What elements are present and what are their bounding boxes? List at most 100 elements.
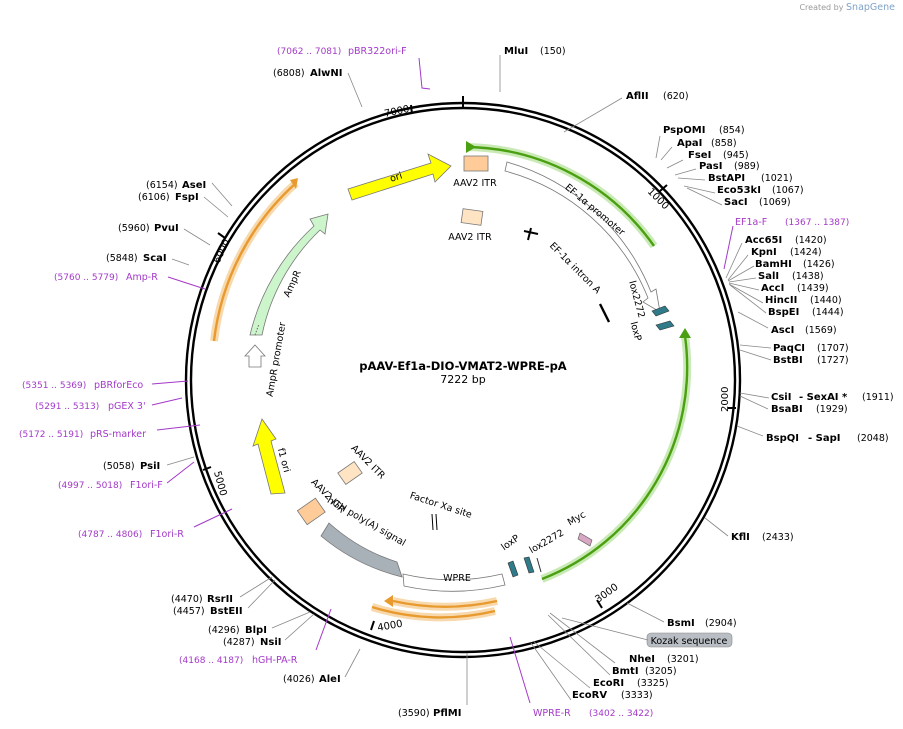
site-psii-pos: (5058)	[103, 461, 135, 472]
primer-leader-f1ori-r	[193, 508, 233, 528]
wpre-feature	[402, 573, 506, 592]
orf-orange-1-arrowhead	[384, 595, 393, 607]
primer-leader-prs-marker	[156, 424, 201, 431]
leader-alei	[344, 648, 361, 678]
ampr-dotted	[254, 323, 260, 336]
orf-ef1a-arrowhead	[466, 141, 476, 153]
leader-bmti	[547, 614, 611, 676]
orf-vmat2	[541, 335, 689, 581]
leader-asei	[211, 182, 233, 207]
site-bsabi-pos: (1929)	[816, 404, 848, 415]
site-bstapi-pos: (1021)	[761, 173, 793, 184]
aav2-itr-inner-label: AAV2 ITR	[448, 232, 492, 243]
primer-leader-wpre-r	[509, 636, 531, 704]
lox2272-top-feature	[651, 305, 670, 317]
ef1a-intron-a-label: EF-1α intron A	[547, 240, 603, 296]
tick-7000: 7000	[383, 104, 410, 120]
site-acci-pos: (1439)	[797, 283, 829, 294]
site-alei-name: AleI	[319, 674, 341, 685]
tick-3000: 3000	[593, 582, 620, 606]
tick-4000-mark	[370, 620, 375, 631]
site-fspi-pos: (6106)	[138, 192, 170, 203]
primer-leader-pbrforeco	[151, 380, 189, 385]
loxp-bottom-label: loxP	[499, 533, 522, 553]
primer-hgh-pa-r-name: hGH-PA-R	[252, 655, 298, 666]
ori-feature	[347, 153, 452, 201]
site-blpi-pos: (4296)	[208, 625, 240, 636]
site-pvui-name: PvuI	[154, 223, 179, 234]
leader-alwni	[347, 72, 363, 108]
leader-bamhi	[727, 265, 755, 282]
site-kpni-pos: (1424)	[790, 247, 822, 258]
factor-xa-mark-2	[435, 513, 438, 531]
orf-orange-1	[392, 599, 498, 608]
leader-bstbi	[739, 349, 772, 361]
ef1a-intron-a-mark	[527, 227, 532, 241]
leader-acci	[728, 282, 760, 291]
primer-leader-pbr322ori-f	[418, 57, 431, 90]
site-bsteii-pos: (4457)	[173, 606, 205, 617]
site-aflii-pos: (620)	[663, 91, 689, 102]
primer-prs-marker-name: pRS-marker	[90, 429, 146, 440]
leader-rsrii	[239, 576, 273, 598]
tick-5000-mark	[202, 466, 212, 471]
orf-vmat2-arrowhead	[679, 328, 691, 338]
site-mlui-name: MluI	[504, 46, 528, 57]
myc-label: Myc	[566, 509, 588, 528]
site-ecorv-name: EcoRV	[572, 690, 607, 701]
site-fsei-name: FseI	[688, 150, 711, 161]
lox2272-bottom-mark	[536, 557, 542, 573]
primer-wpre-r-name: WPRE-R	[533, 708, 571, 719]
tick-1000-mark	[659, 184, 668, 192]
f1-ori-feature	[252, 418, 286, 495]
leader-bsabi	[739, 395, 769, 410]
primer-pgex-3-pos: (5291 .. 5313)	[35, 402, 99, 412]
site-ecorv-pos: (3333)	[621, 690, 653, 701]
ampr-feature	[249, 213, 329, 336]
site-bstbi-name: BstBI	[773, 355, 803, 366]
leader-bspei	[729, 284, 767, 314]
leader-aflii	[563, 97, 623, 133]
leader-apai	[660, 146, 673, 161]
primer-amp-r-pos: (5760 .. 5779)	[54, 273, 118, 283]
site-saci-name: SacI	[724, 197, 748, 208]
primer-pbr322ori-f-pos: (7062 .. 7081)	[277, 47, 341, 57]
site-rsrii-pos: (4470)	[171, 594, 203, 605]
site-csii-name: CsiI	[771, 392, 791, 403]
kozak-leader	[561, 617, 649, 641]
leader-blpi	[271, 611, 311, 629]
leader-kpni	[727, 254, 749, 281]
site-kfli-pos: (2433)	[762, 532, 794, 543]
leader-scai	[171, 258, 190, 266]
site-pspomi-name: PspOMI	[663, 125, 705, 136]
site-scai-name: ScaI	[143, 253, 167, 264]
site-bamhi-name: BamHI	[755, 259, 792, 270]
site-eco53ki-pos: (1067)	[772, 185, 804, 196]
site-asci-pos: (1569)	[805, 325, 837, 336]
leader-csii	[739, 392, 770, 399]
leader-saci	[686, 187, 723, 206]
site-bmti-pos: (3205)	[645, 666, 677, 677]
factor-xa-label: Factor Xa site	[408, 490, 473, 520]
kozak-sequence-label: Kozak sequence	[651, 636, 728, 647]
site-acc65i-name: Acc65I	[745, 235, 782, 246]
site-bsabi-name: BsaBI	[771, 404, 803, 415]
site-ecori-pos: (3325)	[637, 678, 669, 689]
leader-nhei	[549, 612, 616, 664]
tick-1000: 1000	[645, 186, 671, 212]
site-acc65i-pos: (1420)	[795, 235, 827, 246]
site-alwni-name: AlwNI	[310, 68, 343, 79]
site-bmti-name: BmtI	[612, 666, 639, 677]
primer-f1ori-r-name: F1ori-R	[150, 529, 184, 540]
site-bspqi-name: BspQI	[766, 433, 799, 444]
lox2272-bottom-label: lox2272	[528, 528, 566, 557]
tick-6000-mark	[217, 232, 226, 239]
site-asei-name: AseI	[182, 180, 206, 191]
ampr-promoter-label: AmpR promoter	[265, 321, 289, 397]
leader-bstapi	[677, 177, 706, 181]
ef1a-intron-a-end	[598, 303, 611, 323]
site-apai-pos: (858)	[711, 138, 737, 149]
leader-bsteii	[247, 579, 276, 609]
tick-5000: 5000	[211, 470, 228, 497]
